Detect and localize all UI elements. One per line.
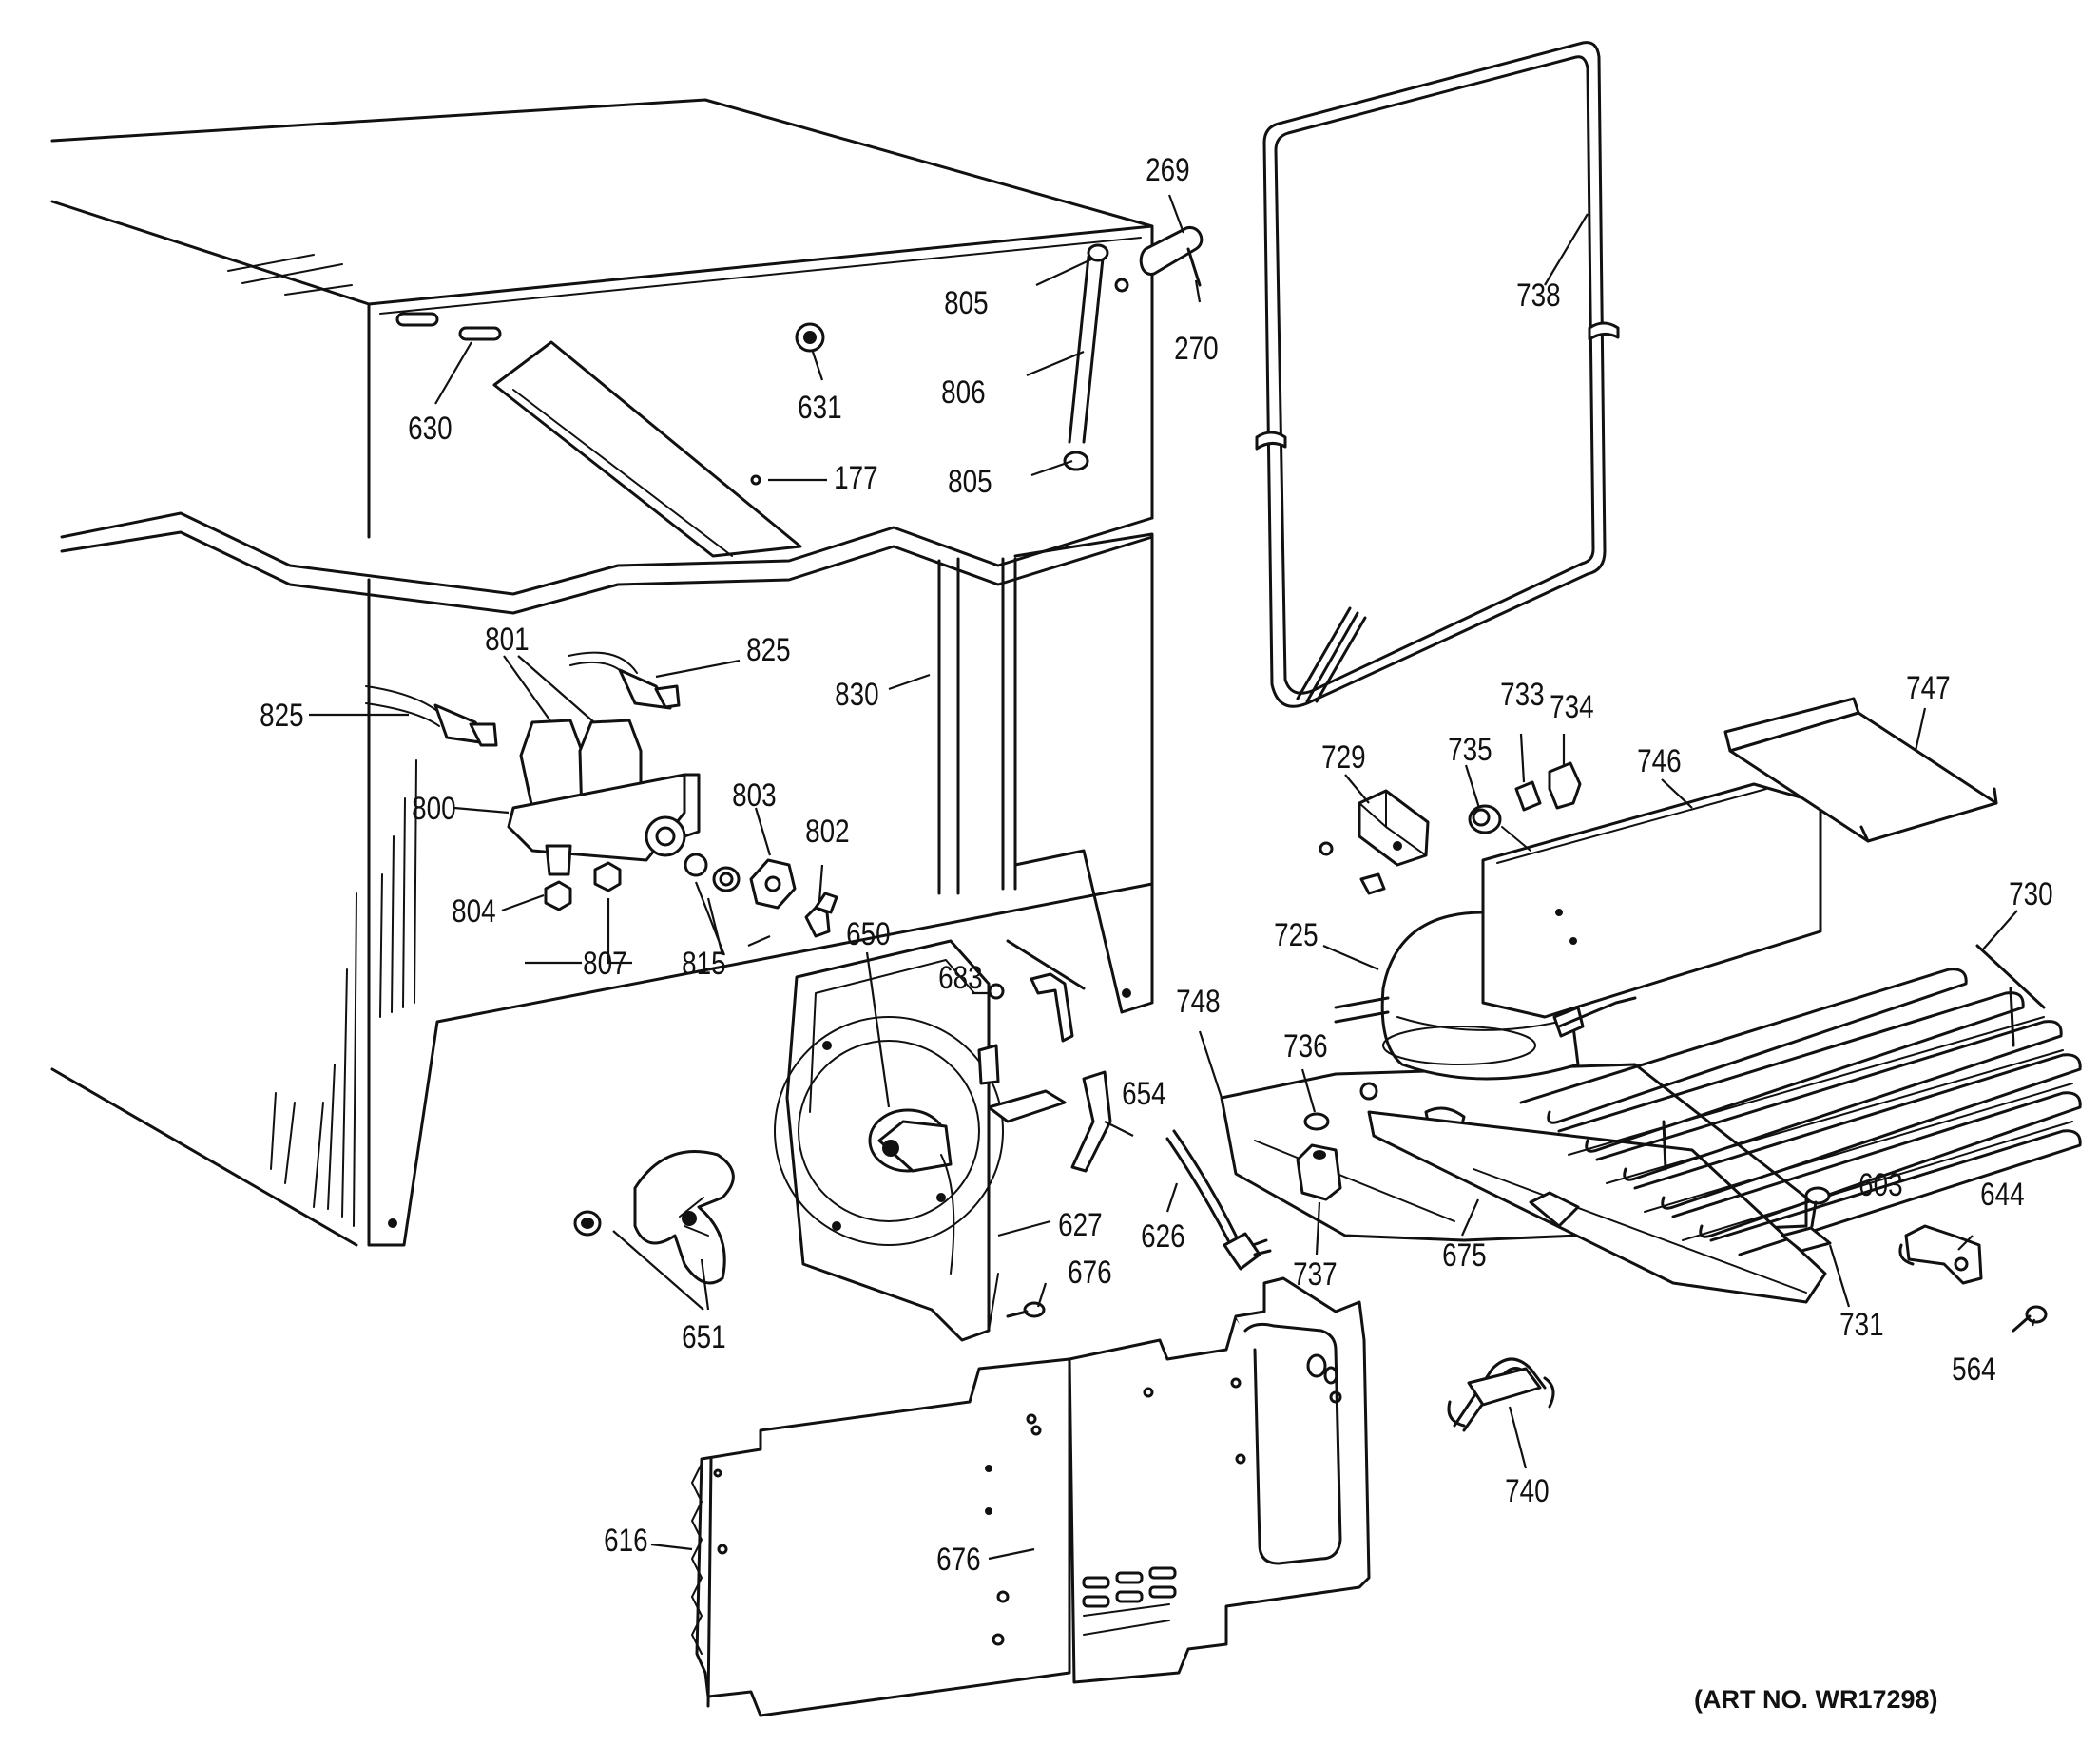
callout-815: 815 (682, 945, 726, 981)
callout-803: 803 (732, 777, 777, 813)
callout-825-left: 825 (260, 697, 304, 733)
callout-747: 747 (1906, 669, 1951, 705)
callout-676-lower: 676 (936, 1541, 981, 1577)
refrigerator-cabinet (50, 98, 1154, 1247)
callout-676-upper: 676 (1068, 1254, 1112, 1290)
callout-654: 654 (1122, 1075, 1166, 1111)
callout-737: 737 (1293, 1256, 1338, 1292)
callout-746: 746 (1637, 742, 1682, 778)
art-number: (ART NO. WR17298) (1694, 1685, 1938, 1714)
callout-740: 740 (1505, 1472, 1550, 1508)
clips-and-cord (988, 972, 1272, 1271)
callout-807: 807 (583, 945, 627, 981)
hardware-small-parts (1781, 1186, 2048, 1333)
callout-631: 631 (798, 389, 842, 425)
callout-806: 806 (941, 374, 986, 410)
callout-804: 804 (452, 892, 496, 929)
callout-650: 650 (846, 915, 891, 951)
callout-729: 729 (1321, 738, 1366, 775)
callout-825-right: 825 (746, 631, 791, 667)
access-cover (691, 1276, 1371, 1717)
callout-675: 675 (1442, 1237, 1487, 1273)
callout-734: 734 (1550, 688, 1594, 724)
wire-harness-740 (1447, 1357, 1555, 1432)
callout-616: 616 (604, 1522, 648, 1558)
fan-assembly (774, 939, 1067, 1342)
compressor-assembly (1220, 782, 1827, 1304)
callout-651: 651 (682, 1318, 726, 1354)
condenser-coil (1519, 944, 2082, 1256)
leader-lines (309, 194, 2036, 1561)
callout-735: 735 (1448, 731, 1492, 767)
callout-748: 748 (1176, 983, 1221, 1019)
callout-738: 738 (1516, 277, 1561, 313)
callout-626: 626 (1141, 1218, 1185, 1254)
callout-177: 177 (834, 459, 878, 495)
callout-683: 683 (938, 959, 983, 995)
callout-627: 627 (1058, 1206, 1103, 1242)
callout-801: 801 (485, 621, 530, 657)
water-valve (365, 651, 701, 876)
callout-labels: 269 270 805 806 805 738 630 631 177 801 … (260, 151, 2053, 1577)
bracket-747 (1723, 697, 1998, 843)
electrical-components (1319, 761, 1582, 895)
callout-733: 733 (1500, 676, 1545, 712)
tube-assembly (1063, 226, 1204, 471)
callout-800: 800 (412, 790, 456, 826)
callout-736: 736 (1283, 1027, 1328, 1064)
callout-731: 731 (1839, 1306, 1884, 1342)
callout-630: 630 (408, 410, 453, 446)
callout-564: 564 (1952, 1351, 1996, 1387)
fan-blade (573, 1150, 735, 1285)
callout-644: 644 (1980, 1176, 2025, 1212)
callout-802: 802 (805, 813, 850, 849)
callout-603: 603 (1858, 1166, 1903, 1202)
heater-loop (1255, 41, 1620, 708)
callout-805-top: 805 (944, 284, 989, 320)
callout-730: 730 (2009, 875, 2053, 911)
callout-270: 270 (1174, 330, 1219, 366)
callout-805-bottom: 805 (948, 463, 992, 499)
valve-fittings (544, 853, 838, 938)
callout-830: 830 (835, 676, 879, 712)
callout-725: 725 (1274, 916, 1319, 952)
callout-269: 269 (1146, 151, 1190, 187)
